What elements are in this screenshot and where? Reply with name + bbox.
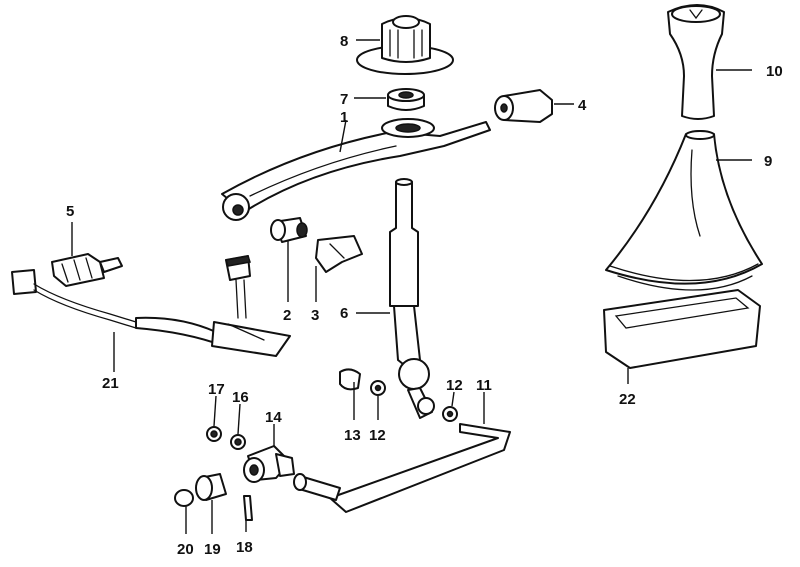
callout-16: 16	[232, 389, 249, 406]
part-2-pivot-bushing	[270, 217, 308, 243]
callout-17: 17	[208, 381, 225, 398]
part-9-gaiter	[605, 130, 763, 291]
callout-4: 4	[578, 97, 587, 114]
part-11-selector-shaft	[293, 423, 511, 513]
callout-3: 3	[311, 307, 319, 324]
part-21-cable-assembly	[11, 269, 291, 357]
callout-6: 6	[340, 305, 348, 322]
part-4-end-cap	[494, 89, 553, 123]
callout-12-upper: 12	[446, 377, 463, 394]
part-3-clip	[315, 235, 363, 273]
callout-13: 13	[344, 427, 361, 444]
part-5-switch	[51, 253, 123, 287]
part-22-trim-frame	[603, 289, 761, 369]
parts-16-17-bushings	[206, 426, 246, 450]
selector-pin	[225, 255, 251, 319]
callout-18: 18	[236, 539, 253, 556]
parts-18-19-20-fasteners	[174, 473, 253, 521]
part-8-dust-boot	[356, 15, 454, 75]
callout-5: 5	[66, 203, 74, 220]
callout-21: 21	[102, 375, 119, 392]
callout-7: 7	[340, 91, 348, 108]
callout-20: 20	[177, 541, 194, 558]
part-6-shift-rod	[389, 178, 433, 419]
parts-12-13-washers	[339, 368, 458, 422]
callout-11: 11	[476, 377, 492, 394]
part-7-bushing	[387, 88, 425, 111]
callout-labels: 8 7 1 4 5 2 3 6 21 10 9 11 12 13 12 14 1…	[66, 33, 783, 558]
callout-1: 1	[340, 109, 348, 126]
callout-12-lower: 12	[369, 427, 386, 444]
callout-2: 2	[283, 307, 291, 324]
callout-14: 14	[265, 409, 282, 426]
leader-lines	[71, 39, 752, 534]
callout-22: 22	[619, 391, 636, 408]
callout-19: 19	[204, 541, 221, 558]
part-14-yoke	[243, 445, 295, 483]
part-10-shift-knob	[667, 4, 725, 120]
callout-10: 10	[766, 63, 783, 80]
callout-8: 8	[340, 33, 348, 50]
callout-9: 9	[764, 153, 772, 170]
part-1-shift-lever	[221, 118, 491, 221]
